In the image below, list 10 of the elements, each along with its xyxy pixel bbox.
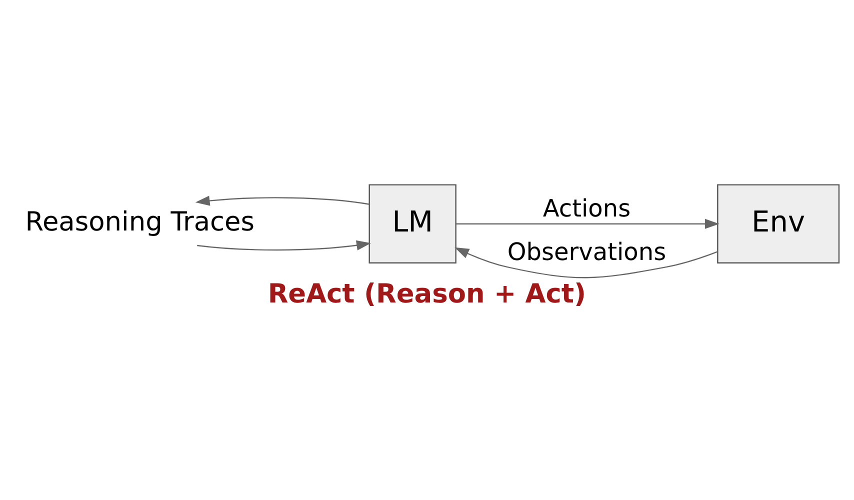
arrow [197, 240, 371, 250]
edge-label: Observations [507, 237, 666, 266]
arrow [454, 246, 718, 278]
node-box: LM [368, 184, 456, 263]
node-text: Reasoning Traces [25, 206, 255, 238]
caption: ReAct (Reason + Act) [268, 278, 586, 310]
arrow [195, 195, 370, 206]
node-box: Env [717, 184, 840, 263]
edge-label: Actions [542, 194, 631, 222]
arrow [456, 218, 720, 228]
